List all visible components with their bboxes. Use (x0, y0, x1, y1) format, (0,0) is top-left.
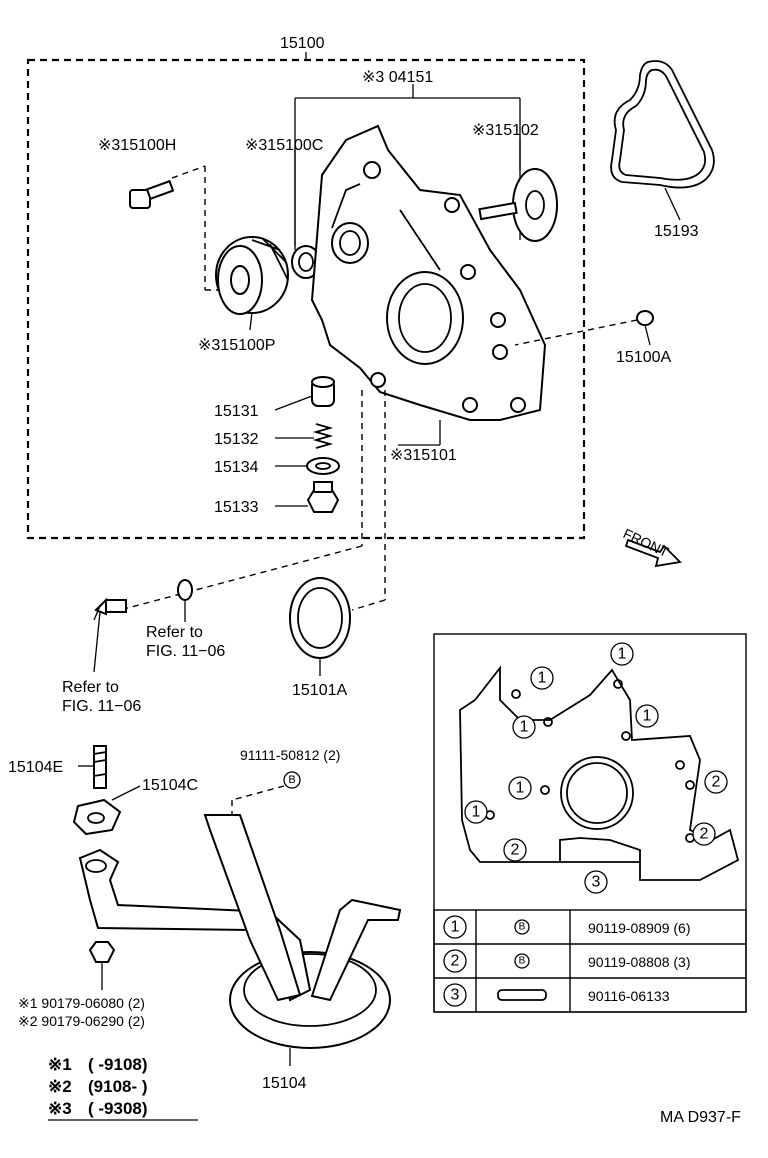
table-part-2: 90119-08808 (3) (588, 954, 690, 970)
oil-seal-icon (289, 577, 351, 676)
label-15104: 15104 (262, 1075, 307, 1092)
label-refer-a-line2: FIG. 11−06 (146, 643, 225, 660)
svg-text:1: 1 (643, 708, 652, 725)
svg-text:2: 2 (712, 774, 721, 791)
bolt-marker-letter: B (288, 774, 295, 786)
sensor-gasket-icon (177, 579, 193, 622)
gasket-icon (72, 785, 141, 836)
label-15104C: 15104C (142, 777, 198, 794)
svg-text:1: 1 (618, 646, 627, 663)
label-15193: 15193 (654, 223, 699, 240)
svg-text:1: 1 (520, 719, 529, 736)
cover-seal-icon (291, 150, 321, 279)
inset-callout: 2 (692, 822, 716, 846)
svg-text:1: 1 (472, 804, 481, 821)
bolt-location-inset: 1 1 1 1 1 1 2 2 2 3 1 B 90119-08909 (6) … (433, 633, 747, 1013)
label-04151: ※3 04151 (362, 69, 433, 86)
label-15132: 15132 (214, 431, 259, 448)
stud-icon (78, 745, 107, 789)
front-arrow-icon: FRONT (621, 525, 682, 568)
oil-pump-body-icon (310, 124, 547, 446)
inset-callout: 1 (512, 715, 536, 739)
shaft-icon (478, 138, 558, 242)
table-ref-2: 2 (451, 953, 460, 970)
svg-text:2: 2 (700, 826, 709, 843)
label-refer-a-line1: Refer to (146, 624, 203, 641)
dashed-leaders (119, 390, 386, 611)
label-nut-2: ※2 90179-06290 (2) (18, 1013, 145, 1029)
table-part-3: 90116-06133 (588, 988, 670, 1004)
inset-callout: 1 (610, 642, 634, 666)
bolt-marker-icon: B (231, 771, 301, 820)
legend-mark-1: ※1 (48, 1055, 72, 1074)
washer-icon (275, 457, 340, 475)
table-row: 3 90116-06133 (443, 983, 670, 1007)
oil-strainer-icon (78, 814, 402, 1066)
sensor-icon (93, 597, 127, 673)
inset-callout: 3 (584, 870, 608, 894)
o-ring-icon (610, 60, 715, 221)
label-15100P: ※315100P (198, 337, 275, 354)
label-15101A: 15101A (292, 682, 347, 699)
table-ref-1: 1 (451, 919, 460, 936)
svg-text:1: 1 (538, 670, 547, 687)
relief-valve-icon (274, 376, 335, 411)
front-label: FRONT (621, 525, 672, 560)
spring-icon (275, 423, 334, 449)
label-15131: 15131 (214, 403, 259, 420)
label-91111: 91111-50812 (2) (240, 747, 340, 763)
table-row: 1 B 90119-08909 (6) (443, 915, 690, 939)
inset-callout: 2 (503, 838, 527, 862)
table-ref-3: 3 (451, 987, 460, 1004)
label-15104E: 15104E (8, 759, 63, 776)
label-refer-b-line1: Refer to (62, 679, 119, 696)
label-15100C: ※315100C (245, 137, 323, 154)
label-15102: ※315102 (472, 122, 539, 139)
inset-callout: 1 (635, 704, 659, 728)
label-15101: ※315101 (390, 447, 457, 464)
stud-bolt-icon (497, 989, 547, 1001)
legend-range-3: ( -9308) (88, 1099, 148, 1118)
label-15100A: 15100A (616, 349, 671, 366)
table-part-1: 90119-08909 (6) (588, 920, 690, 936)
legend-mark-3: ※3 (48, 1099, 72, 1118)
gear-icon (215, 236, 289, 331)
legend-mark-2: ※2 (48, 1077, 72, 1096)
table-bolt-mark-1: B (519, 922, 526, 933)
svg-text:2: 2 (511, 842, 520, 859)
inset-callout: 1 (464, 800, 488, 824)
table-bolt-mark-2: B (519, 956, 526, 967)
drawing-number: MA D937-F (660, 1109, 741, 1126)
label-15133: 15133 (214, 499, 259, 516)
label-15100H: ※315100H (98, 137, 176, 154)
legend: ※1 ( -9108) ※2 (9108- ) ※3 ( -9308) (48, 1055, 198, 1121)
table-row: 2 B 90119-08808 (3) (443, 949, 690, 973)
nut-icon (88, 941, 116, 990)
bolt-icon (129, 165, 225, 291)
plug-icon (514, 310, 654, 346)
label-15134: 15134 (214, 459, 259, 476)
legend-range-1: ( -9108) (88, 1055, 148, 1074)
inset-callout: 2 (704, 770, 728, 794)
svg-text:3: 3 (592, 874, 601, 891)
inset-callout: 1 (530, 666, 554, 690)
inset-callout: 1 (508, 776, 532, 800)
label-nut-1: ※1 90179-06080 (2) (18, 995, 145, 1011)
svg-text:1: 1 (516, 780, 525, 797)
label-refer-b-line2: FIG. 11−06 (62, 698, 141, 715)
label-15100: 15100 (280, 35, 325, 52)
legend-range-2: (9108- ) (88, 1077, 148, 1096)
relief-plug-icon (275, 481, 340, 513)
